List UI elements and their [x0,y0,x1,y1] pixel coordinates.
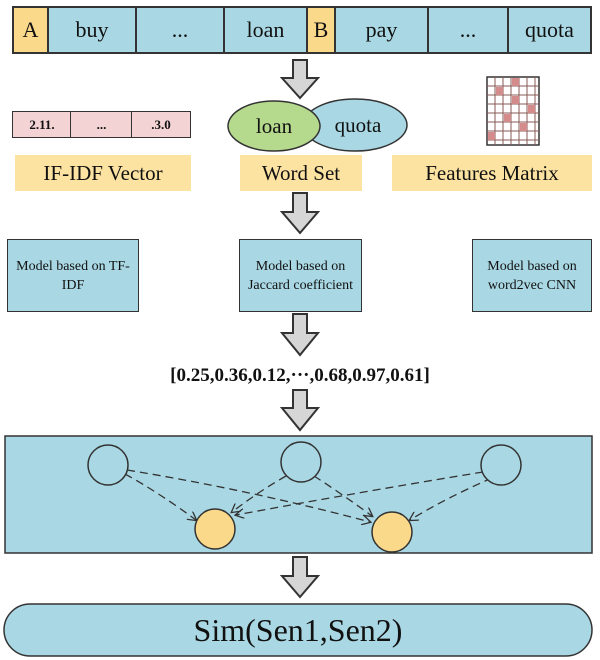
flow-arrow-2 [279,192,321,235]
word-set-loan-ellipse [227,100,321,152]
tfidf-vector-cell: .3.0 [131,111,191,138]
sentence-a-marker: A [12,6,49,54]
token-cell: buy [47,6,137,54]
token-cell: ... [427,6,509,54]
word-set-loan: loan [255,114,293,138]
model-jaccard-box: Model based on Jaccard coefficient [239,239,362,312]
features-matrix-label: Features Matrix [392,155,592,191]
token-cell: pay [334,6,429,54]
output-pill [3,603,593,657]
tfidf-vector-label: IF-IDF Vector [15,155,191,191]
flow-arrow-3 [279,313,321,357]
input-node [87,444,129,486]
tfidf-vector-cell: ... [70,111,133,138]
flow-arrow-1 [279,59,321,100]
features-matrix-grid [486,76,540,146]
token-cell: ... [135,6,225,54]
word-set-label: Word Set [240,155,362,191]
hidden-node [194,508,236,550]
network-connections [124,469,493,522]
output-similarity: Sim(Sen1,Sen2) [193,612,403,648]
token-cell: quota [507,6,592,54]
flow-arrow-4 [279,389,321,432]
model-cnn-box: Model based on word2vec CNN [472,239,592,312]
model-tfidf-box: Model based on TF-IDF [7,239,139,312]
tfidf-vector-cell: 2.11. [12,111,72,138]
input-node [480,444,522,486]
flow-arrow-5 [279,556,321,599]
similarity-vector: [0.25,0.36,0.12,···,0.68,0.97,0.61] [170,365,430,386]
hidden-node [371,511,413,553]
input-node [280,441,322,483]
word-set-quota: quota [334,113,382,137]
